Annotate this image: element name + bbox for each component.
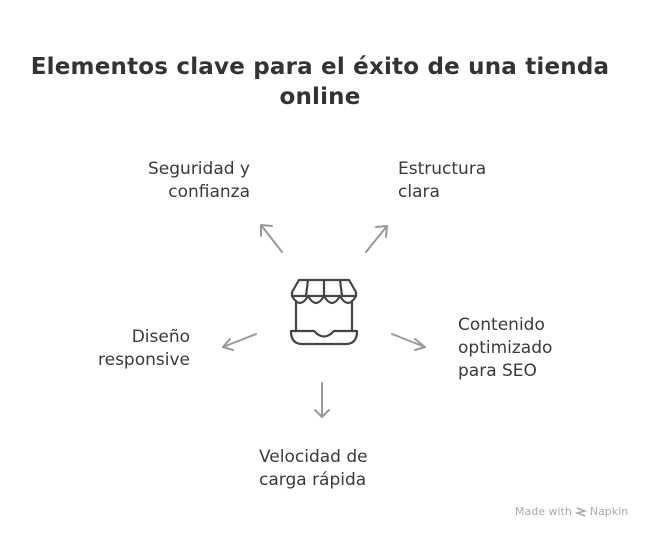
watermark-text: Made with <box>515 505 572 518</box>
item-label: Diseño <box>131 327 190 347</box>
item-load-speed: Velocidad de carga rápida <box>259 446 368 492</box>
item-label: para SEO <box>458 361 537 381</box>
napkin-watermark: Made with Napkin <box>515 505 628 518</box>
item-label: clara <box>398 182 440 202</box>
item-label: responsive <box>98 350 190 370</box>
napkin-logo-icon <box>574 506 587 517</box>
diagram-title: Elementos clave para el éxito de una tie… <box>0 52 640 112</box>
item-label: Estructura <box>398 159 487 179</box>
item-label: Seguridad y <box>148 159 250 179</box>
item-security-trust: Seguridad y confianza <box>110 158 250 204</box>
item-label: Velocidad de <box>259 447 368 467</box>
arrow-up-left <box>260 224 283 253</box>
item-label: carga rápida <box>259 470 367 490</box>
item-label: optimizado <box>458 338 553 358</box>
title-line-2: online <box>279 84 361 110</box>
item-label: Contenido <box>458 315 545 335</box>
arrow-up-right <box>365 225 388 253</box>
item-clear-structure: Estructura clara <box>398 158 486 204</box>
item-seo-content: Contenido optimizado para SEO <box>458 314 552 383</box>
arrow-right <box>391 333 426 351</box>
arrow-left <box>222 333 257 351</box>
arrow-down <box>314 382 330 418</box>
watermark-brand: Napkin <box>589 505 629 518</box>
title-line-1: Elementos clave para el éxito de una tie… <box>30 54 610 80</box>
item-label: confianza <box>168 182 250 202</box>
storefront-icon <box>289 278 359 346</box>
item-responsive-design: Diseño responsive <box>60 326 190 372</box>
